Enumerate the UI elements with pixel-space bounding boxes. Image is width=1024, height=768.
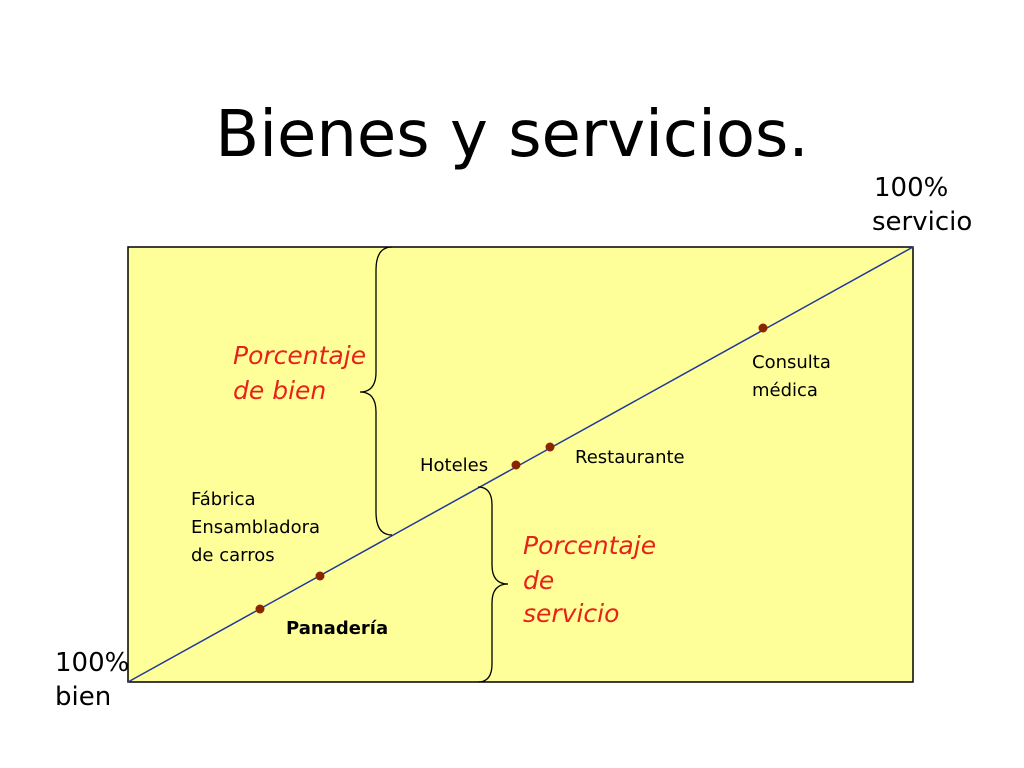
label-panaderia: Panadería [286,618,388,639]
corner-label-servicio: 100% servicio [872,173,972,237]
brace-servicio [477,486,509,683]
label-fabrica: Fábrica Ensambladora de carros [191,489,326,566]
point-hoteles [511,460,521,470]
point-fabrica [315,571,325,581]
label-hoteles: Hoteles [420,455,488,476]
label-restaurante: Restaurante [575,447,685,468]
point-restaurante [545,442,555,452]
bracket-label-bien: Porcentaje de bien [233,341,374,405]
corner-label-bien: 100% bien [55,648,138,712]
slide-title: Bienes y servicios. [215,98,809,172]
label-consulta: Consulta médica [752,352,837,401]
point-panaderia [255,604,265,614]
point-consulta [758,323,768,333]
brace-bien [359,246,393,536]
bracket-label-servicio: Porcentaje de servicio [523,531,664,628]
